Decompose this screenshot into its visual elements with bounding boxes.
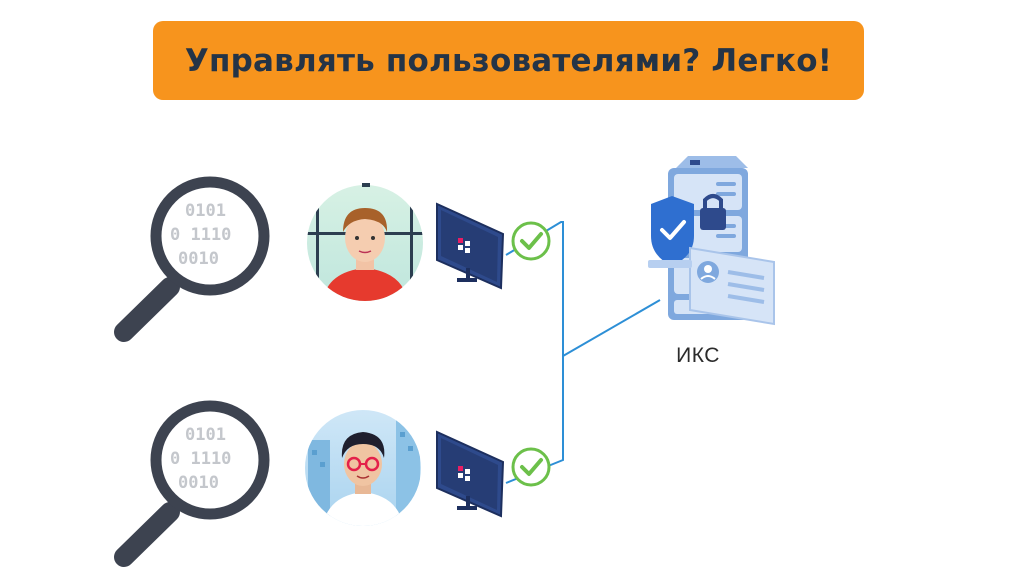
server-link-line xyxy=(562,299,661,357)
avatar-notch xyxy=(362,183,370,187)
check-icon xyxy=(511,447,551,487)
monitor-icon xyxy=(436,430,505,518)
binary-line: 0 1110 xyxy=(170,225,231,245)
binary-line: 0101 xyxy=(185,425,226,445)
check-icon xyxy=(511,221,551,261)
server-icon xyxy=(648,156,775,326)
binary-line: 0101 xyxy=(185,201,226,221)
monitor-icon xyxy=(436,202,505,290)
magnifier-icon: 0101 0 1110 0010 xyxy=(114,176,270,342)
binary-line: 0010 xyxy=(178,473,219,493)
page-title: Управлять пользователями? Легко! xyxy=(184,42,833,79)
binary-line: 0 1110 xyxy=(170,449,231,469)
title-banner: Управлять пользователями? Легко! xyxy=(153,21,864,100)
connector-lines xyxy=(505,221,661,484)
binary-line: 0010 xyxy=(178,249,219,269)
user-avatar xyxy=(305,410,421,526)
bracket-line xyxy=(505,221,564,484)
magnifier-icon: 0101 0 1110 0010 xyxy=(114,400,270,567)
server-label: ИКС xyxy=(676,344,720,367)
user-avatar xyxy=(307,185,423,301)
